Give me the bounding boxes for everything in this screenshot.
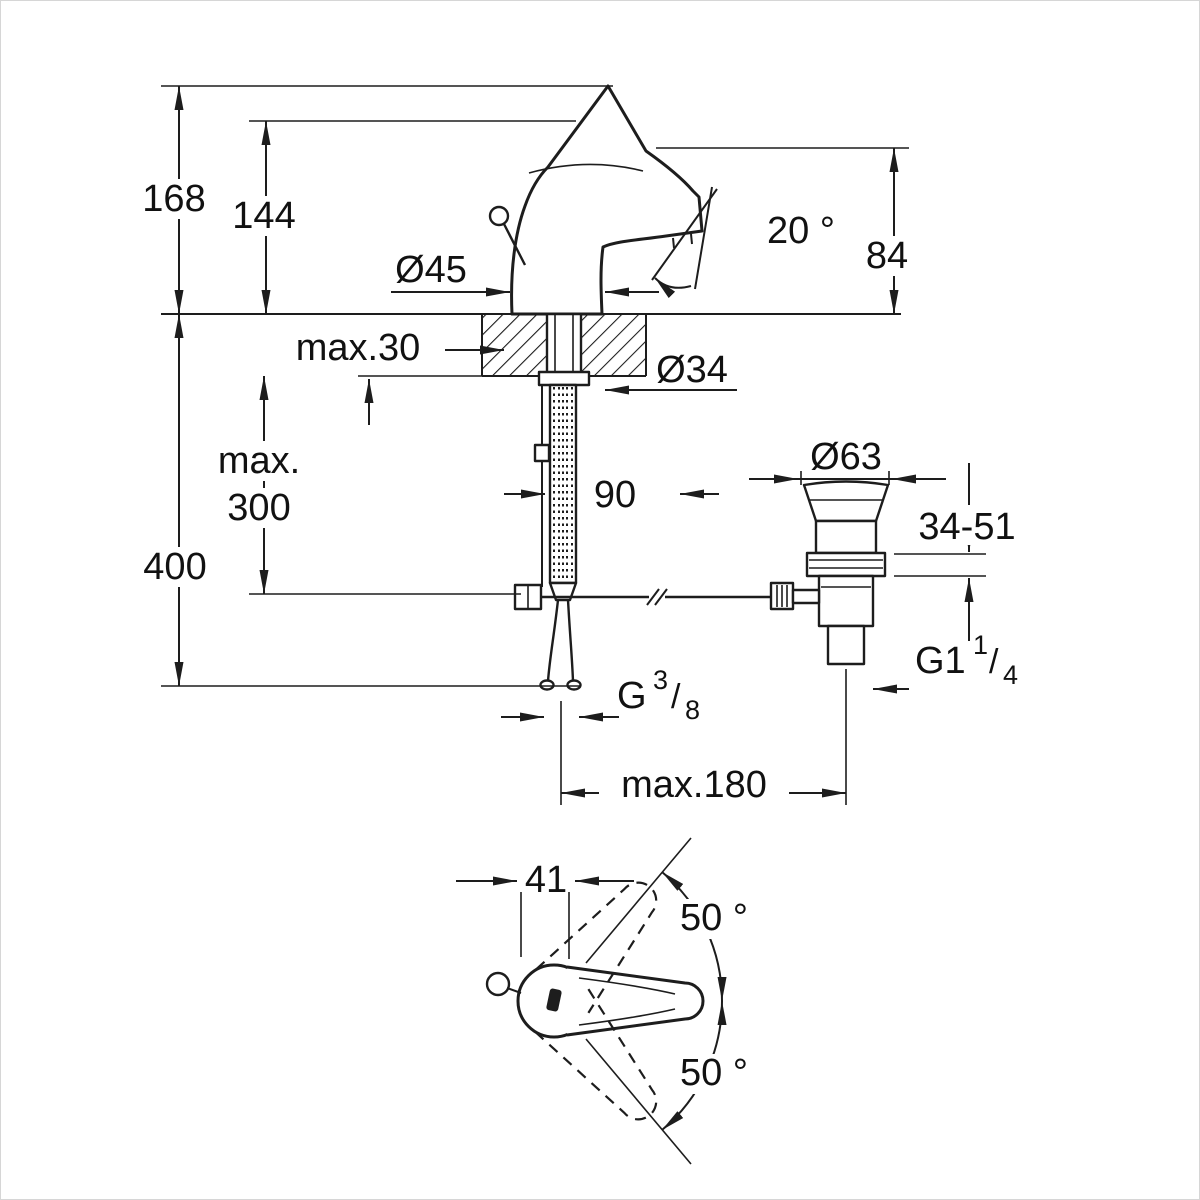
body-width-label: 41 bbox=[525, 859, 567, 901]
pop-up-waste-assembly bbox=[769, 480, 890, 666]
lever-stem bbox=[791, 588, 821, 605]
mask-168 bbox=[141, 179, 209, 219]
tube-end-nut-2 bbox=[566, 679, 582, 691]
angle-20-ray-1 bbox=[651, 188, 718, 281]
mask-50-up bbox=[683, 899, 747, 939]
dimension-labels: 168 144 20 ° 84 Ø45 max.30 Ø34 max. 300 … bbox=[142, 178, 1018, 1094]
deck-hatch-right bbox=[581, 314, 646, 376]
knob-stem-top-view bbox=[506, 987, 522, 994]
lever-slot bbox=[546, 988, 562, 1012]
mounting-hole-diameter-label: Ø34 bbox=[656, 349, 728, 391]
angle-20-ray-2 bbox=[694, 186, 713, 290]
rod-ball-joint bbox=[533, 443, 551, 463]
faucet-body-outline bbox=[510, 84, 704, 316]
hose-length-word-label: max. bbox=[218, 440, 300, 482]
mounting-nut bbox=[537, 370, 591, 387]
overall-height-label: 168 bbox=[142, 178, 205, 220]
mask-400 bbox=[141, 547, 209, 587]
waste-tailpipe bbox=[826, 624, 866, 666]
faucet-top-view bbox=[456, 837, 727, 1165]
linkage-break-mark-2 bbox=[654, 588, 668, 606]
handle-solid-outline bbox=[566, 965, 705, 1037]
label-masks bbox=[141, 179, 1019, 1094]
spout-outlet-height-label: 84 bbox=[866, 235, 908, 277]
lever-top-height-label: 144 bbox=[232, 195, 295, 237]
supply-tube-2 bbox=[566, 599, 575, 682]
aerator-tick-1 bbox=[672, 237, 675, 249]
mask-max bbox=[219, 441, 299, 481]
waste-flange-band bbox=[805, 551, 887, 578]
swing-axis-down bbox=[585, 1038, 692, 1165]
hose-length-value-label: 300 bbox=[227, 487, 290, 529]
waste-thread-label: G1 1 / 4 bbox=[915, 630, 1018, 690]
waste-flange-diameter-label: Ø63 bbox=[810, 436, 882, 478]
pop-up-rod-stem bbox=[502, 223, 527, 266]
under-deck-assembly bbox=[513, 312, 771, 691]
supply-tube-1 bbox=[546, 599, 560, 682]
swing-axis-up bbox=[585, 837, 692, 964]
handle-dashed-up bbox=[535, 881, 658, 1014]
lever-joint-line bbox=[528, 163, 644, 174]
extension-lines bbox=[161, 85, 986, 805]
mask-3451 bbox=[915, 505, 1019, 545]
mask-300 bbox=[223, 488, 295, 528]
mounting-deck bbox=[161, 313, 901, 377]
max-reach-label: max.180 bbox=[621, 764, 767, 806]
pop-up-knob-top-view bbox=[485, 971, 511, 997]
body-diameter-label: Ø45 bbox=[395, 249, 467, 291]
waste-clamp-range-label: 34-51 bbox=[918, 506, 1015, 548]
mask-max180 bbox=[599, 763, 789, 805]
spout-angle-label: 20 ° bbox=[767, 210, 835, 252]
aerator-tick-2 bbox=[690, 233, 693, 245]
mask-50-down bbox=[683, 1054, 747, 1094]
angle-20-arc bbox=[654, 277, 692, 299]
swing-up-label: 50 ° bbox=[680, 897, 748, 939]
hose-taper bbox=[548, 581, 578, 602]
tube-end-nut-1 bbox=[539, 679, 555, 691]
deck-thickness-label: max.30 bbox=[296, 327, 421, 369]
under-deck-depth-label: 400 bbox=[143, 546, 206, 588]
waste-lower-body bbox=[817, 574, 875, 628]
supply-thread-label: G 3 / 8 bbox=[617, 665, 700, 725]
mask-144 bbox=[230, 196, 298, 236]
pop-up-rod-knob bbox=[488, 205, 510, 227]
deck-hatch-left bbox=[482, 314, 546, 376]
handle-dashed-down bbox=[535, 988, 658, 1121]
waste-upper-body bbox=[814, 519, 878, 555]
linkage-break-mark-1 bbox=[646, 588, 660, 606]
hose-offset-label: 90 bbox=[594, 474, 636, 516]
mask-84 bbox=[863, 236, 913, 276]
threaded-shank bbox=[545, 312, 583, 378]
waste-dome bbox=[802, 480, 890, 523]
faucet-side-view bbox=[488, 84, 704, 316]
swing-down-label: 50 ° bbox=[680, 1052, 748, 1094]
